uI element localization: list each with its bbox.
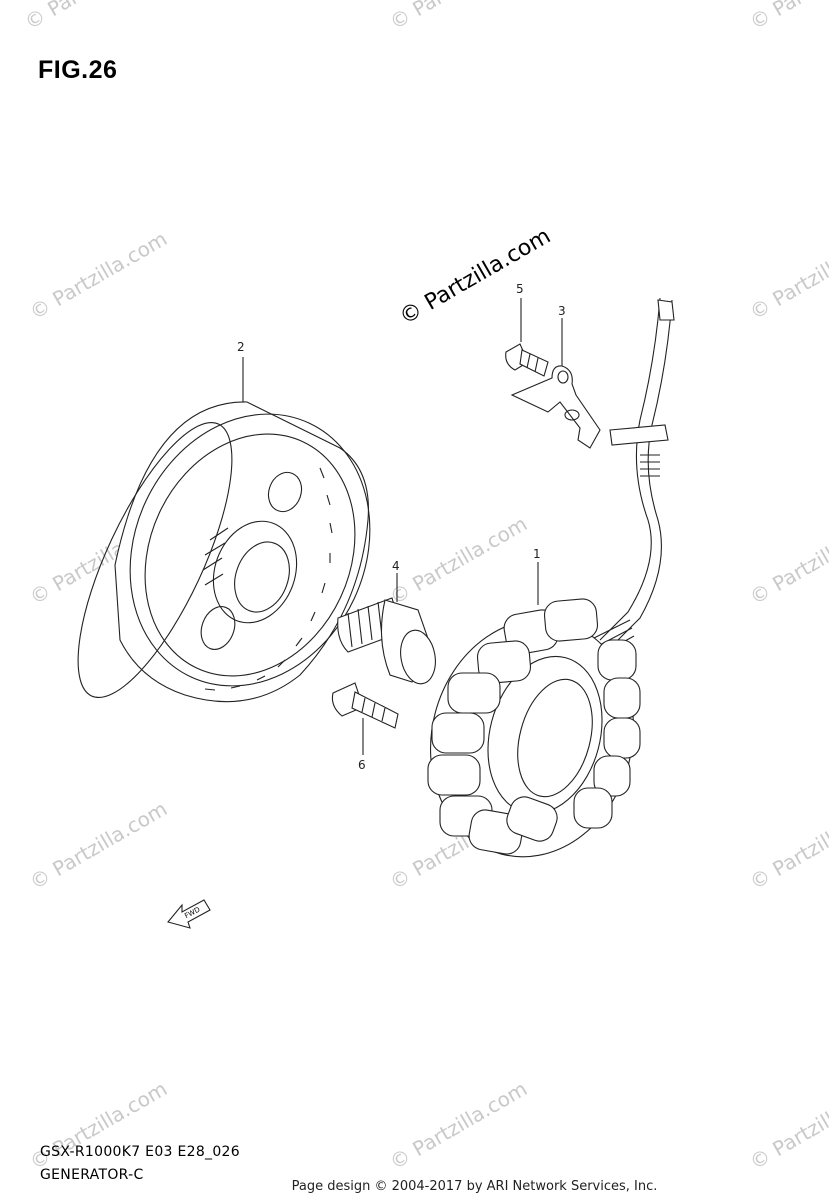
figure-title: FIG.26 xyxy=(38,56,118,84)
callout-6[interactable]: 6 xyxy=(358,758,366,772)
callout-1[interactable]: 1 xyxy=(533,547,541,561)
watermark-2: © Partzilla.com xyxy=(386,0,532,34)
clamp-part-3[interactable] xyxy=(510,365,601,449)
footer-credit: Page design © 2004-2017 by ARI Network S… xyxy=(0,1179,829,1194)
watermark-11: © Partzilla.com xyxy=(746,796,829,894)
watermark-8: © Partzilla.com xyxy=(746,511,829,609)
watermark-9: © Partzilla.com xyxy=(26,796,172,894)
callout-2[interactable]: 2 xyxy=(237,340,245,354)
stator-part-1[interactable] xyxy=(404,297,675,880)
watermark-main: © Partzilla.com xyxy=(396,224,556,331)
model-code: GSX-R1000K7 E03 E28_026 xyxy=(40,1144,240,1160)
bolt-part-5[interactable] xyxy=(505,343,549,377)
rotor-bolt-part-4[interactable] xyxy=(337,597,440,687)
watermark-3: © Partzilla.com xyxy=(746,0,829,34)
rotor-part-2[interactable] xyxy=(48,375,413,726)
callout-5[interactable]: 5 xyxy=(516,282,524,296)
footer-credit-text: Page design © 2004-2017 by ARI Network S… xyxy=(291,1179,658,1194)
watermark-4: © Partzilla.com xyxy=(26,226,172,324)
callout-3[interactable]: 3 xyxy=(558,304,566,318)
watermark-13: © Partzilla.com xyxy=(386,1076,532,1174)
stator-screw-part-6[interactable] xyxy=(331,682,399,729)
fwd-arrow: FWD xyxy=(167,899,211,929)
watermark-1: © Partzilla.com xyxy=(21,0,167,34)
watermark-14: © Partzilla.com xyxy=(746,1076,829,1174)
section-name: GENERATOR-C xyxy=(40,1167,144,1183)
callout-4[interactable]: 4 xyxy=(392,559,400,573)
watermark-7: © Partzilla.com xyxy=(386,511,532,609)
watermark-5: © Partzilla.com xyxy=(746,226,829,324)
